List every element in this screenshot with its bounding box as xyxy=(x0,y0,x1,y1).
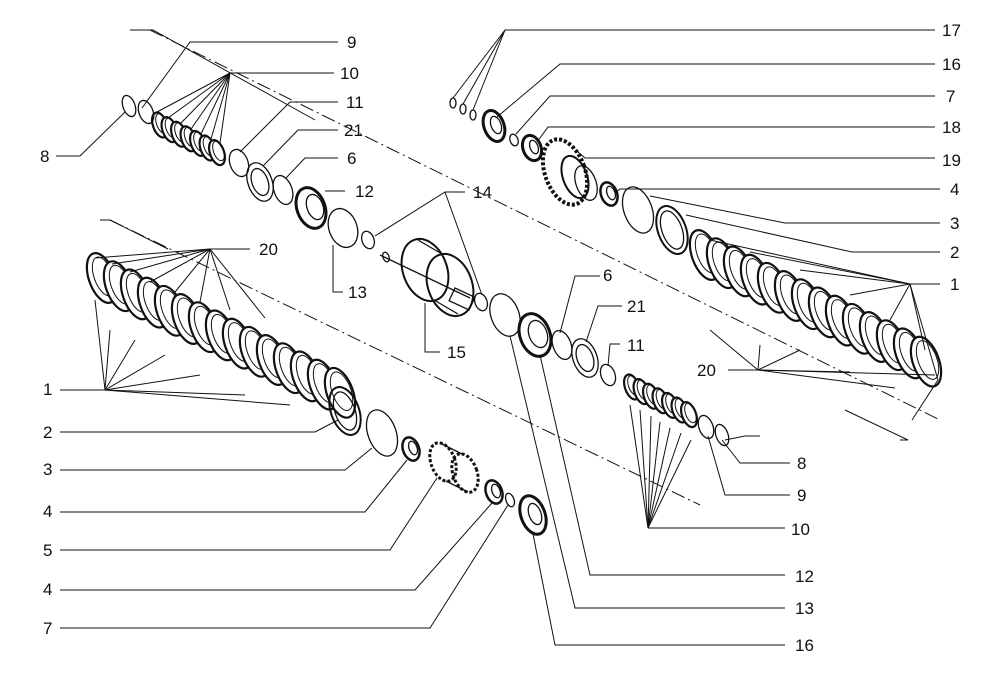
callout-21-center: 21 xyxy=(627,297,646,316)
callout-21-upper: 21 xyxy=(344,121,363,140)
gear-19 xyxy=(540,137,598,207)
clutch-disc-right-14 xyxy=(909,335,943,388)
seal-ring-14 xyxy=(360,230,376,250)
ring-6-center xyxy=(551,329,573,361)
pressure-plate-2-right xyxy=(655,205,689,255)
callout-8-lower: 8 xyxy=(797,454,806,473)
bearing-12-upper xyxy=(294,186,328,230)
callout-9-upper: 9 xyxy=(347,33,356,52)
callout-3-left: 3 xyxy=(43,460,52,479)
bearing-18 xyxy=(520,133,544,163)
washer-9-lower xyxy=(697,414,715,440)
leader-lines xyxy=(56,29,940,646)
callout-4-upper: 4 xyxy=(950,180,959,199)
ring-7-lower xyxy=(504,492,516,508)
callout-2-right: 2 xyxy=(950,243,959,262)
callout-8-upper: 8 xyxy=(40,147,49,166)
ring-17a xyxy=(449,97,457,109)
spring-lower-7 xyxy=(679,401,699,429)
callout-5: 5 xyxy=(43,541,52,560)
o-ring-13-upper xyxy=(327,207,359,249)
ring-21-upper xyxy=(246,162,274,202)
callout-1-left: 1 xyxy=(43,380,52,399)
callout-labels: 8 9 10 11 21 6 12 13 14 15 20 1 2 3 4 5 … xyxy=(40,21,961,655)
ring-7-upper xyxy=(509,133,519,147)
callout-6-upper: 6 xyxy=(347,149,356,168)
callout-10-upper: 10 xyxy=(340,64,359,83)
callout-12-lower: 12 xyxy=(795,567,814,586)
bearing-4-left xyxy=(401,436,421,462)
callout-6-center: 6 xyxy=(603,266,612,285)
snap-ring-8-upper xyxy=(121,94,137,118)
callout-9-lower: 9 xyxy=(797,486,806,505)
spring-upper-7 xyxy=(207,139,227,167)
callout-20-right: 20 xyxy=(697,361,716,380)
callout-4-left: 4 xyxy=(43,502,52,521)
snap-ring-3-left xyxy=(365,409,399,457)
callout-4-lower: 4 xyxy=(43,580,52,599)
callout-7-lower: 7 xyxy=(43,619,52,638)
center-lines xyxy=(109,29,941,506)
ring-17c xyxy=(469,109,477,121)
ring-11-center xyxy=(599,363,617,387)
callout-2-left: 2 xyxy=(43,423,52,442)
washer-9-upper xyxy=(137,99,155,125)
bearing-12-center xyxy=(517,312,553,358)
clutch-disc-left-15 xyxy=(323,366,357,419)
spring-pack-upper-left xyxy=(150,111,227,167)
bearing-16-upper xyxy=(481,109,507,143)
callout-14: 14 xyxy=(473,183,492,202)
callout-3-right: 3 xyxy=(950,214,959,233)
callout-7-upper: 7 xyxy=(946,87,955,106)
callout-15: 15 xyxy=(447,343,466,362)
callout-20-left: 20 xyxy=(259,240,278,259)
bearing-4-upper xyxy=(599,181,619,207)
clutch-disc-pack-left xyxy=(85,252,357,419)
callout-16-lower: 16 xyxy=(795,636,814,655)
clutch-disc-pack-right xyxy=(688,229,943,388)
callout-17: 17 xyxy=(942,21,961,40)
ring-11-upper xyxy=(228,148,250,178)
gear-hub-5 xyxy=(428,441,480,494)
ring-6-upper xyxy=(272,174,294,206)
callout-10-lower: 10 xyxy=(791,520,810,539)
callout-11-center: 11 xyxy=(627,336,645,355)
pressure-plate-2-left xyxy=(328,386,362,436)
o-ring-13-center xyxy=(489,293,521,337)
snap-ring-8-lower xyxy=(714,423,730,447)
callout-18: 18 xyxy=(942,118,961,137)
bearing-4-lower xyxy=(484,479,504,505)
callout-13-upper: 13 xyxy=(348,283,367,302)
callout-1-right: 1 xyxy=(950,275,959,294)
snap-ring-3-right xyxy=(621,186,655,234)
ring-17b xyxy=(459,103,467,115)
callout-11-upper: 11 xyxy=(346,93,364,112)
callout-12-upper: 12 xyxy=(355,182,374,201)
seal-ring-14-center xyxy=(473,292,489,312)
ring-21-center xyxy=(571,338,599,378)
callout-13-lower: 13 xyxy=(795,599,814,618)
clutch-drum-15 xyxy=(379,238,476,317)
bearing-16-lower xyxy=(518,494,548,536)
callout-19: 19 xyxy=(942,151,961,170)
spring-pack-lower-right xyxy=(622,373,699,429)
callout-16-upper: 16 xyxy=(942,55,961,74)
